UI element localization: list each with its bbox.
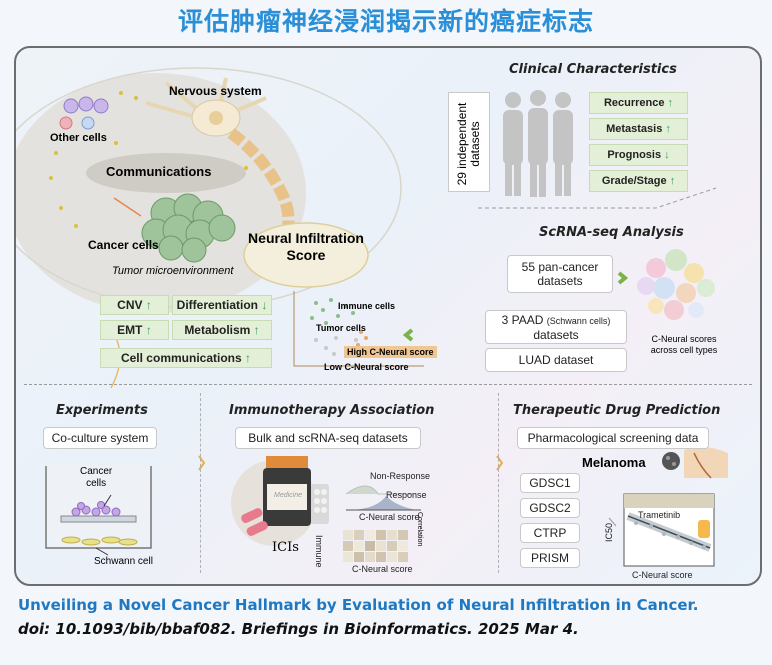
datasets-box: 29 independent datasets: [448, 92, 490, 192]
scores-line1: C-Neural scores: [651, 334, 717, 344]
down-arrow-icon: ↓: [664, 149, 670, 161]
up-arrow-icon: ↑: [667, 97, 674, 109]
immune-axis-label: Immune: [314, 535, 324, 568]
scrna-heading: ScRNA-seq Analysis: [539, 225, 684, 240]
other-cells-label: Other cells: [50, 132, 107, 144]
section-divider: [24, 384, 752, 385]
paad-box: 3 PAAD (Schwann cells) datasets: [485, 310, 627, 344]
up-arrow-icon: ↑: [245, 351, 252, 365]
cancer-cells-label: Cancer cells: [88, 238, 159, 252]
low-score-label: Low C-Neural score: [324, 362, 409, 372]
clinical-heading: Clinical Characteristics: [509, 62, 677, 77]
up-arrow-icon: ↑: [669, 175, 676, 187]
drug-cneural-label: C-Neural score: [632, 570, 693, 580]
grade-box: Grade/Stage ↑: [589, 170, 688, 192]
exp-cancer-line1: Cancer: [80, 466, 113, 477]
ic50-label: IC50: [604, 522, 614, 542]
down-arrow-icon: ↓: [261, 298, 268, 312]
response-label: Response: [386, 490, 427, 500]
metastasis-box: Metastasis ↑: [589, 118, 688, 140]
experiments-heading: Experiments: [56, 403, 148, 418]
bulk-box: Bulk and scRNA-seq datasets: [235, 427, 421, 449]
recurrence-label: Recurrence: [603, 97, 665, 109]
column-divider: [200, 393, 201, 573]
pancancer-line2: datasets: [537, 274, 583, 288]
footer-citation: doi: 10.1093/bib/bbaf082. Briefings in B…: [18, 620, 579, 638]
page-title: 评估肿瘤神经浸润揭示新的癌症标志: [177, 7, 594, 36]
nis-line2: Score: [286, 247, 326, 263]
paad-prefix: 3 PAAD: [501, 312, 544, 327]
prognosis-label: Prognosis: [607, 149, 662, 161]
up-arrow-icon: ↑: [145, 323, 152, 337]
drug-heading: Therapeutic Drug Prediction: [513, 403, 721, 418]
graphical-abstract-frame: Nervous system Other cells Communication…: [14, 46, 762, 586]
bottle-label: Medicine: [273, 492, 302, 499]
cell-communications-label: Cell communications: [120, 351, 242, 365]
nonresponse-label: Non-Response: [370, 471, 431, 481]
tme-illustration: [16, 67, 728, 567]
icis-label: ICIs: [272, 540, 299, 555]
paad-line1: 3 PAAD (Schwann cells): [502, 313, 611, 328]
emt-label: EMT: [117, 323, 143, 337]
immuno-heading: Immunotherapy Association: [229, 403, 435, 418]
coculture-box: Co-culture system: [43, 427, 157, 449]
pancancer-line1: 55 pan-cancer: [521, 260, 599, 274]
melanoma-label: Melanoma: [582, 455, 646, 470]
datasets-label: 29 independent datasets: [455, 102, 482, 186]
cell-scores-label: C-Neural scores across cell types: [636, 334, 732, 356]
pancancer-box: 55 pan-cancer datasets: [507, 255, 613, 293]
nervous-system-label: Nervous system: [169, 84, 262, 98]
up-arrow-icon: ↑: [253, 323, 260, 337]
trametinib-label: Trametinib: [638, 510, 681, 520]
metabolism-label: Metabolism: [184, 323, 251, 337]
screening-box: Pharmacological screening data: [517, 427, 709, 449]
emt-box: EMT ↑: [100, 320, 169, 340]
schwann-label: Schwann cell: [94, 556, 153, 567]
gdsc2-box: GDSC2: [520, 498, 580, 518]
cneural-label-1: C-Neural score: [359, 512, 420, 522]
prism-box: PRISM: [520, 548, 580, 568]
grade-label: Grade/Stage: [601, 175, 667, 187]
column-divider: [498, 393, 499, 573]
differentiation-box: Differentiation ↓: [172, 295, 272, 315]
metabolism-box: Metabolism ↑: [172, 320, 272, 340]
differentiation-label: Differentiation: [176, 298, 258, 312]
tme-label: Tumor microenvironment: [112, 265, 234, 277]
luad-box: LUAD dataset: [485, 348, 627, 372]
exp-cancer-line2: cells: [86, 478, 107, 489]
up-arrow-icon: ↑: [665, 123, 671, 135]
metastasis-label: Metastasis: [606, 123, 663, 135]
correlation-label: Correlation: [416, 512, 423, 547]
tumor-cells-label: Tumor cells: [316, 323, 366, 333]
immune-cells-label: Immune cells: [338, 301, 396, 311]
scores-line2: across cell types: [650, 345, 718, 355]
cneural-label-2: C-Neural score: [352, 564, 413, 574]
cnv-label: CNV: [117, 298, 143, 312]
ctrp-box: CTRP: [520, 523, 580, 543]
recurrence-box: Recurrence ↑: [589, 92, 688, 114]
paad-line2: datasets: [533, 327, 579, 342]
nis-title: Neural Infiltration Score: [248, 230, 364, 264]
exp-cancer-label: Cancer cells: [80, 466, 112, 490]
communications-label: Communications: [106, 164, 212, 179]
nis-line1: Neural Infiltration: [248, 230, 364, 246]
gdsc1-box: GDSC1: [520, 473, 580, 493]
prognosis-box: Prognosis ↓: [589, 144, 688, 166]
up-arrow-icon: ↑: [145, 298, 152, 312]
high-score-label: High C-Neural score: [344, 346, 437, 358]
cell-communications-box: Cell communications ↑: [100, 348, 272, 368]
cnv-box: CNV ↑: [100, 295, 169, 315]
paad-small: (Schwann cells): [546, 315, 611, 326]
footer-title: Unveiling a Novel Cancer Hallmark by Eva…: [18, 596, 699, 614]
